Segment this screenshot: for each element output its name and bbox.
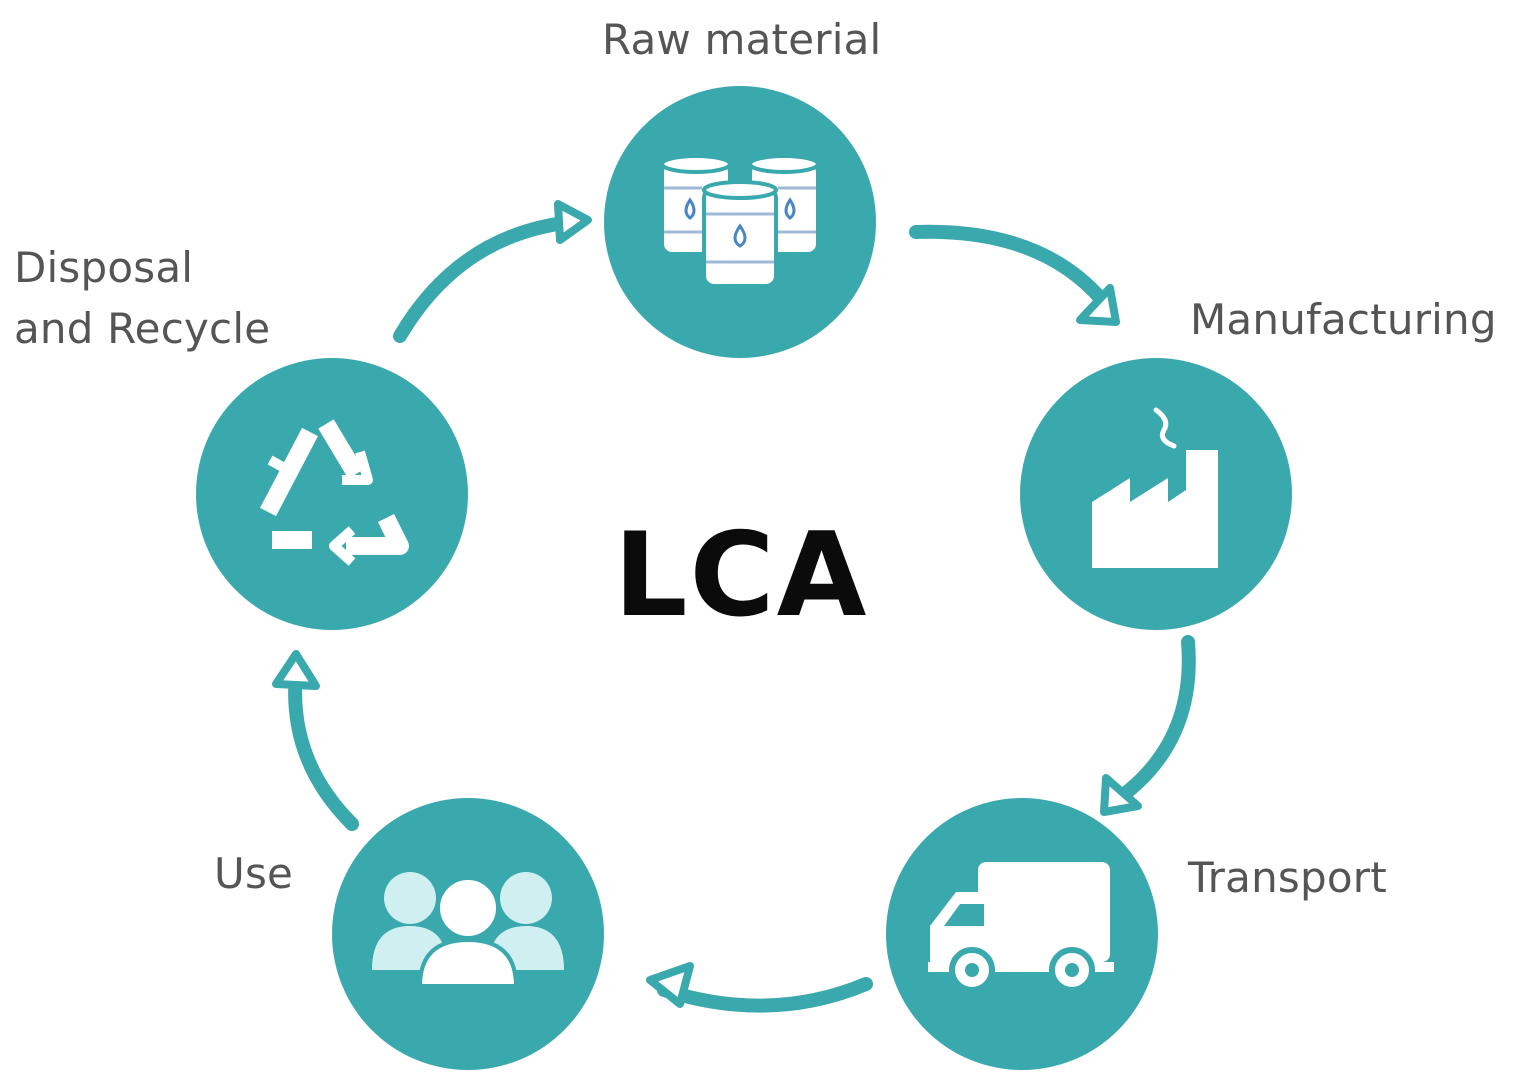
arrowhead-manufacturing-to-transport bbox=[1100, 774, 1142, 816]
delivery-truck-icon bbox=[928, 862, 1114, 993]
stage-label-raw-material: Raw material bbox=[602, 10, 881, 71]
arrowhead-transport-to-use bbox=[646, 962, 694, 1008]
factory-icon bbox=[1092, 407, 1218, 568]
stage-label-use: Use bbox=[214, 844, 293, 905]
arrowhead-disposal-to-raw bbox=[554, 200, 592, 244]
stage-label-use-line-1: Use bbox=[214, 849, 294, 898]
stage-label-disposal-line-1: Disposal bbox=[14, 243, 194, 292]
stage-label-manufacturing: Manufacturing bbox=[1190, 290, 1497, 351]
arrowhead-raw-to-manufacturing bbox=[1076, 284, 1120, 326]
stage-label-manufacturing-line-1: Manufacturing bbox=[1190, 295, 1497, 344]
people-group-icon bbox=[372, 872, 564, 988]
stage-label-raw-material-line-1: Raw material bbox=[602, 15, 882, 64]
center-title: LCA bbox=[613, 508, 869, 643]
cycle-arrows bbox=[272, 200, 1196, 1013]
arrow-disposal-to-raw bbox=[393, 215, 579, 343]
arrowhead-use-to-disposal bbox=[272, 650, 320, 690]
arrow-manufacturing-to-transport bbox=[1115, 635, 1196, 803]
stage-label-transport: Transport bbox=[1188, 848, 1387, 909]
arrow-raw-to-manufacturing bbox=[909, 224, 1109, 307]
oil-barrels-icon bbox=[660, 154, 820, 288]
stage-label-transport-line-1: Transport bbox=[1188, 853, 1387, 902]
arrow-transport-to-use bbox=[657, 977, 873, 1013]
stage-label-disposal-and-recycle: Disposal and Recycle bbox=[14, 238, 270, 360]
recycle-icon bbox=[260, 419, 409, 566]
stage-label-disposal-line-2: and Recycle bbox=[14, 303, 271, 353]
stage-circle-disposal bbox=[196, 358, 468, 630]
arrow-use-to-disposal bbox=[288, 667, 359, 831]
